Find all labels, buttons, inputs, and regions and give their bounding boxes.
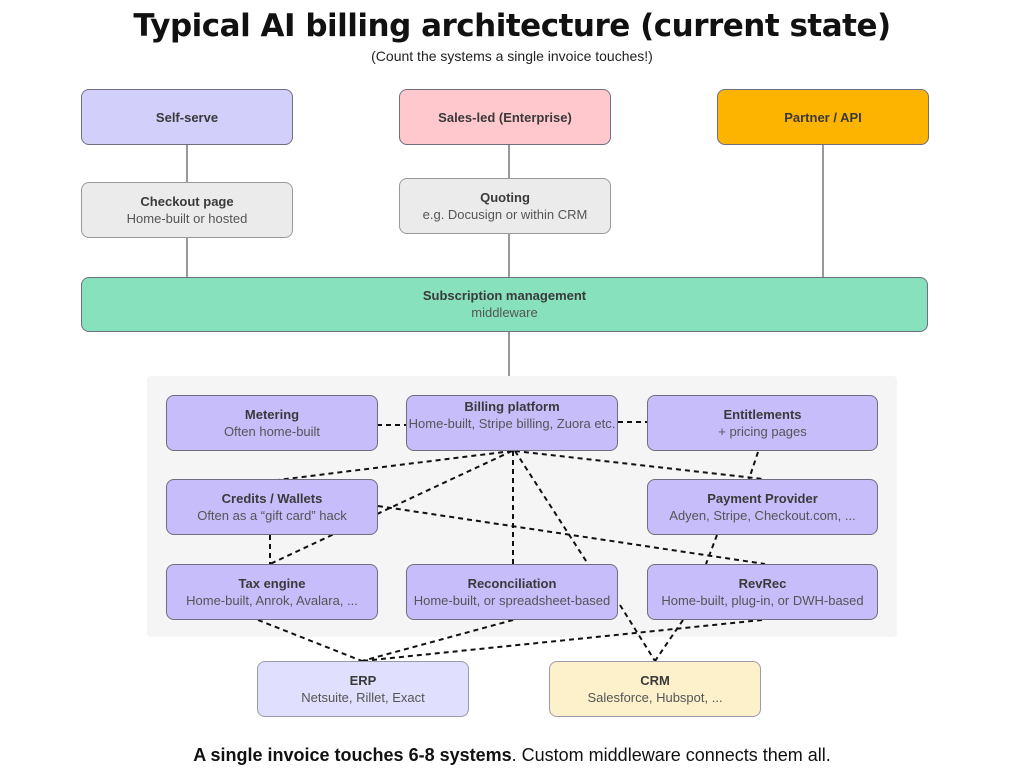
system-label: Payment Provider — [707, 490, 818, 506]
system-payment-provider[interactable]: Payment Provider Adyen, Stripe, Checkout… — [647, 479, 878, 535]
system-description: Adyen, Stripe, Checkout.com, ... — [669, 507, 856, 523]
system-description: Home-built, or spreadsheet-based — [413, 592, 611, 608]
middleware-description: middleware — [471, 305, 538, 320]
system-description: Home-built, Anrok, Avalara, ... — [186, 592, 358, 608]
system-label: Metering — [244, 406, 300, 422]
footer-emphasis: A single invoice touches 6-8 systems — [193, 745, 512, 765]
system-tax-engine[interactable]: Tax engine Home-built, Anrok, Avalara, .… — [166, 564, 378, 620]
system-label: ERP — [349, 672, 377, 688]
channel-partner-api[interactable]: Partner / API — [717, 89, 929, 145]
footer-text: . Custom middleware connects them all. — [511, 745, 831, 765]
system-description: Netsuite, Rillet, Exact — [301, 689, 425, 705]
entry-description: e.g. Docusign or within CRM — [422, 206, 588, 222]
footer-summary: A single invoice touches 6-8 systems. Cu… — [0, 745, 1024, 766]
diagram-subtitle: (Count the systems a single invoice touc… — [371, 48, 653, 64]
entry-checkout-page[interactable]: Checkout page Home-built or hosted — [81, 182, 293, 238]
subscription-management-middleware[interactable]: Subscription management middleware — [81, 277, 928, 332]
system-crm[interactable]: CRM Salesforce, Hubspot, ... — [549, 661, 761, 717]
system-label: Billing platform — [464, 399, 560, 414]
system-label: Entitlements — [723, 406, 802, 422]
system-label: CRM — [640, 672, 670, 688]
system-credits-wallets[interactable]: Credits / Wallets Often as a “gift card”… — [166, 479, 378, 535]
entry-label: Quoting — [480, 189, 530, 205]
channel-self-serve[interactable]: Self-serve — [81, 89, 293, 145]
system-label: Reconciliation — [467, 575, 557, 591]
system-entitlements[interactable]: Entitlements + pricing pages — [647, 395, 878, 451]
system-revrec[interactable]: RevRec Home-built, plug-in, or DWH-based — [647, 564, 878, 620]
channel-sales-led[interactable]: Sales-led (Enterprise) — [399, 89, 611, 145]
system-label: Credits / Wallets — [221, 490, 323, 506]
entry-description: Home-built or hosted — [126, 210, 248, 226]
channel-label: Sales-led (Enterprise) — [438, 109, 572, 125]
system-description: Home-built, plug-in, or DWH-based — [661, 592, 864, 608]
system-description: Often as a “gift card” hack — [197, 507, 347, 523]
system-description: Salesforce, Hubspot, ... — [587, 689, 723, 705]
system-label: Tax engine — [238, 575, 306, 591]
channel-label: Self-serve — [155, 109, 219, 125]
system-description: Home-built, Stripe billing, Zuora etc. — [408, 416, 616, 431]
diagram-title: Typical AI billing architecture (current… — [133, 8, 891, 44]
system-billing-platform[interactable]: Billing platform Home-built, Stripe bill… — [406, 395, 618, 451]
channel-label: Partner / API — [784, 109, 862, 125]
system-description: + pricing pages — [718, 423, 807, 439]
entry-label: Checkout page — [140, 193, 234, 209]
system-reconciliation[interactable]: Reconciliation Home-built, or spreadshee… — [406, 564, 618, 620]
entry-quoting[interactable]: Quoting e.g. Docusign or within CRM — [399, 178, 611, 234]
system-metering[interactable]: Metering Often home-built — [166, 395, 378, 451]
system-label: RevRec — [738, 575, 787, 591]
middleware-label: Subscription management — [422, 288, 587, 303]
system-description: Often home-built — [223, 423, 321, 439]
system-erp[interactable]: ERP Netsuite, Rillet, Exact — [257, 661, 469, 717]
